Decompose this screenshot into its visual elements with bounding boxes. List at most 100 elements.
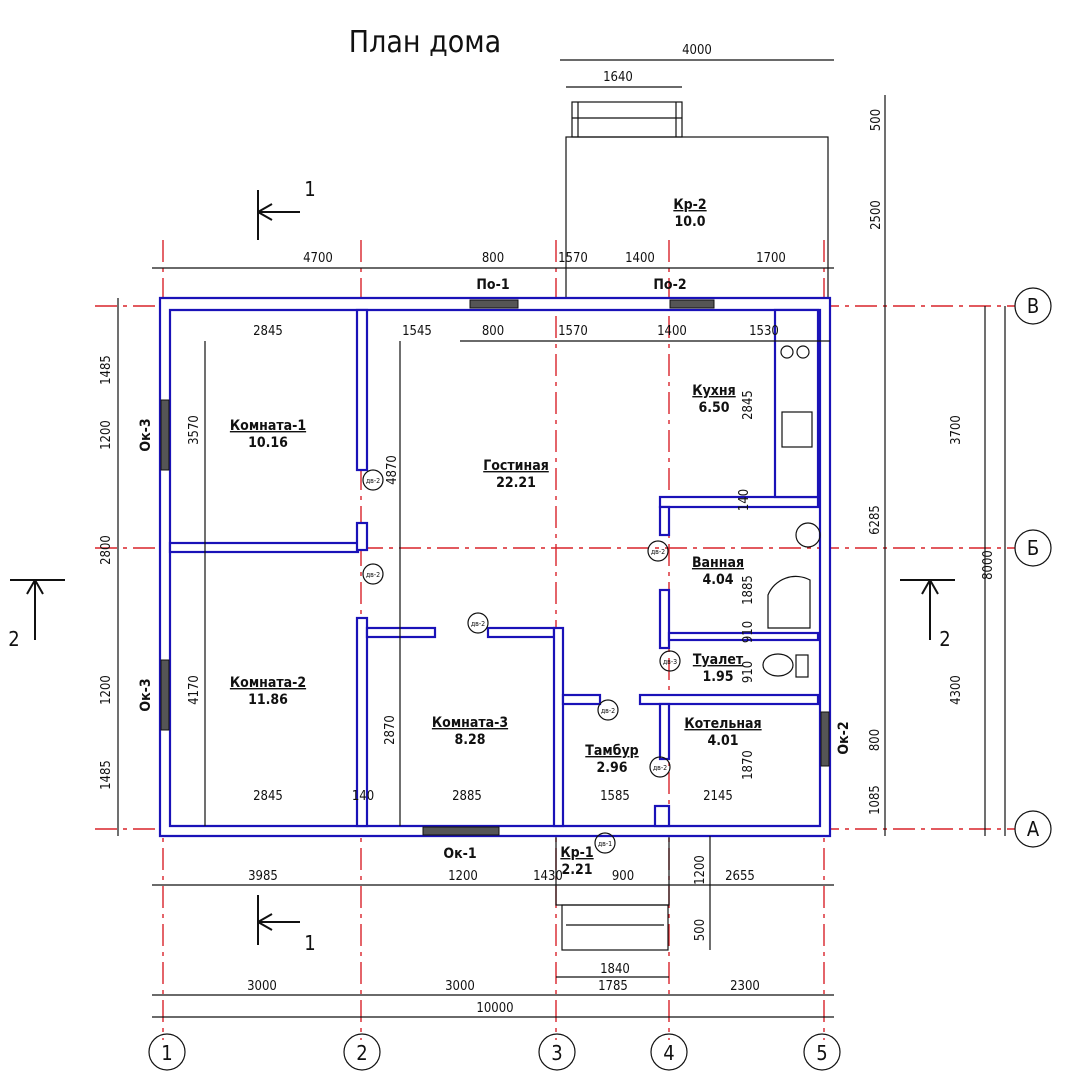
axis-label-column: 2 xyxy=(356,1041,367,1065)
dimension-label: 1585 xyxy=(600,789,630,804)
dimension-label: 1570 xyxy=(558,324,588,339)
dimension-label: 2500 xyxy=(869,200,884,230)
dimension-label: 2845 xyxy=(253,324,283,339)
room-area: 8.28 xyxy=(454,732,485,748)
page-title: План дома xyxy=(349,25,501,60)
room-name: Котельная xyxy=(684,716,761,732)
room-name: Кр-1 xyxy=(560,845,593,861)
dimension-label: 1885 xyxy=(741,575,756,605)
room-area: 2.21 xyxy=(561,862,592,878)
opening-label: Ок-3 xyxy=(138,678,154,711)
axis-marker-circle xyxy=(1014,287,1052,325)
dimension-label: 1200 xyxy=(99,420,114,450)
section-label: 1 xyxy=(304,931,315,955)
porches xyxy=(555,101,829,951)
axis-marker-circle xyxy=(1014,529,1052,567)
dimension-label: 1200 xyxy=(448,869,478,884)
dimension-label: 1530 xyxy=(749,324,779,339)
door-tag-circle xyxy=(659,650,681,672)
door-tag: дв-1 xyxy=(598,840,612,848)
dimension-label: 1840 xyxy=(600,962,630,977)
dimension-label: 1200 xyxy=(99,675,114,705)
axis-label-row: В xyxy=(1027,294,1039,318)
dimension-label: 140 xyxy=(352,789,374,804)
room-name: Комната-1 xyxy=(230,418,306,434)
opening-label: По-2 xyxy=(653,277,686,293)
room-name: Комната-3 xyxy=(432,715,508,731)
dimension-label: 3985 xyxy=(248,869,278,884)
dimension-lines xyxy=(117,59,1006,1018)
dimension-label: 1200 xyxy=(693,855,708,885)
dimension-label: 1400 xyxy=(625,251,655,266)
door-tag-circle xyxy=(362,469,384,491)
dimension-label: 4000 xyxy=(682,43,712,58)
axis-marker-circle xyxy=(343,1033,381,1071)
dimension-label: 4700 xyxy=(303,251,333,266)
room-name: Кр-2 xyxy=(673,197,706,213)
room-area: 4.01 xyxy=(707,733,738,749)
dimension-label: 2845 xyxy=(741,390,756,420)
door-tag: дв-2 xyxy=(366,571,380,579)
axis-marker-circle xyxy=(1014,810,1052,848)
dimension-label: 1700 xyxy=(756,251,786,266)
room-area: 2.96 xyxy=(596,760,627,776)
axis-marker-circle xyxy=(538,1033,576,1071)
dimension-label: 6285 xyxy=(868,505,883,535)
door-tag: дв-2 xyxy=(651,548,665,556)
room-area: 6.50 xyxy=(698,400,729,416)
door-tag-circle xyxy=(362,563,384,585)
dimension-label: 910 xyxy=(741,661,756,683)
door-tag: дв-2 xyxy=(471,620,485,628)
axis-label-column: 4 xyxy=(663,1041,674,1065)
room-name: Гостиная xyxy=(483,458,549,474)
room-area: 10.0 xyxy=(674,214,705,230)
room-name: Ванная xyxy=(692,555,744,571)
room-area: 10.16 xyxy=(248,435,288,451)
dimension-label: 1485 xyxy=(99,355,114,385)
door-tag: дв-2 xyxy=(653,764,667,772)
dimension-label: 140 xyxy=(737,489,752,511)
dimension-label: 3000 xyxy=(247,979,277,994)
axis-label-column: 5 xyxy=(816,1041,827,1065)
dimension-label: 1430 xyxy=(533,869,563,884)
opening-label: Ок-2 xyxy=(836,721,852,754)
section-label: 1 xyxy=(304,177,315,201)
dimension-label: 1640 xyxy=(603,70,633,85)
dimension-label: 2145 xyxy=(703,789,733,804)
section-label: 2 xyxy=(939,627,950,651)
axis-label-row: А xyxy=(1027,817,1040,841)
dimension-label: 1870 xyxy=(741,750,756,780)
door-tag-circle xyxy=(649,756,671,778)
dimension-label: 1085 xyxy=(868,785,883,815)
dimension-label: 1570 xyxy=(558,251,588,266)
section-label: 2 xyxy=(8,627,19,651)
section-marks xyxy=(10,190,955,945)
dimension-label: 1545 xyxy=(402,324,432,339)
dimension-label: 3000 xyxy=(445,979,475,994)
dimension-label: 2300 xyxy=(730,979,760,994)
room-area: 22.21 xyxy=(496,475,536,491)
room-area: 1.95 xyxy=(702,669,733,685)
axis-label-column: 1 xyxy=(161,1041,172,1065)
axis-marker-circle xyxy=(650,1033,688,1071)
dimension-label: 900 xyxy=(612,869,634,884)
room-area: 4.04 xyxy=(702,572,733,588)
room-name: Кухня xyxy=(692,383,735,399)
door-tag: дв-3 xyxy=(663,658,677,666)
door-tag-circle xyxy=(647,540,669,562)
dimension-label: 1785 xyxy=(598,979,628,994)
dimension-label: 8000 xyxy=(981,550,996,580)
dimension-label: 3570 xyxy=(187,415,202,445)
dimension-label: 2655 xyxy=(725,869,755,884)
dimension-label: 1485 xyxy=(99,760,114,790)
dimension-label: 2800 xyxy=(99,535,114,565)
dimension-label: 500 xyxy=(693,919,708,941)
dimension-label: 4170 xyxy=(187,675,202,705)
dimension-label: 10000 xyxy=(476,1001,513,1016)
room-area: 11.86 xyxy=(248,692,288,708)
door-tag: дв-2 xyxy=(366,477,380,485)
dimension-label: 800 xyxy=(482,251,504,266)
axis-label-row: Б xyxy=(1027,536,1039,560)
dimension-label: 4870 xyxy=(385,455,400,485)
